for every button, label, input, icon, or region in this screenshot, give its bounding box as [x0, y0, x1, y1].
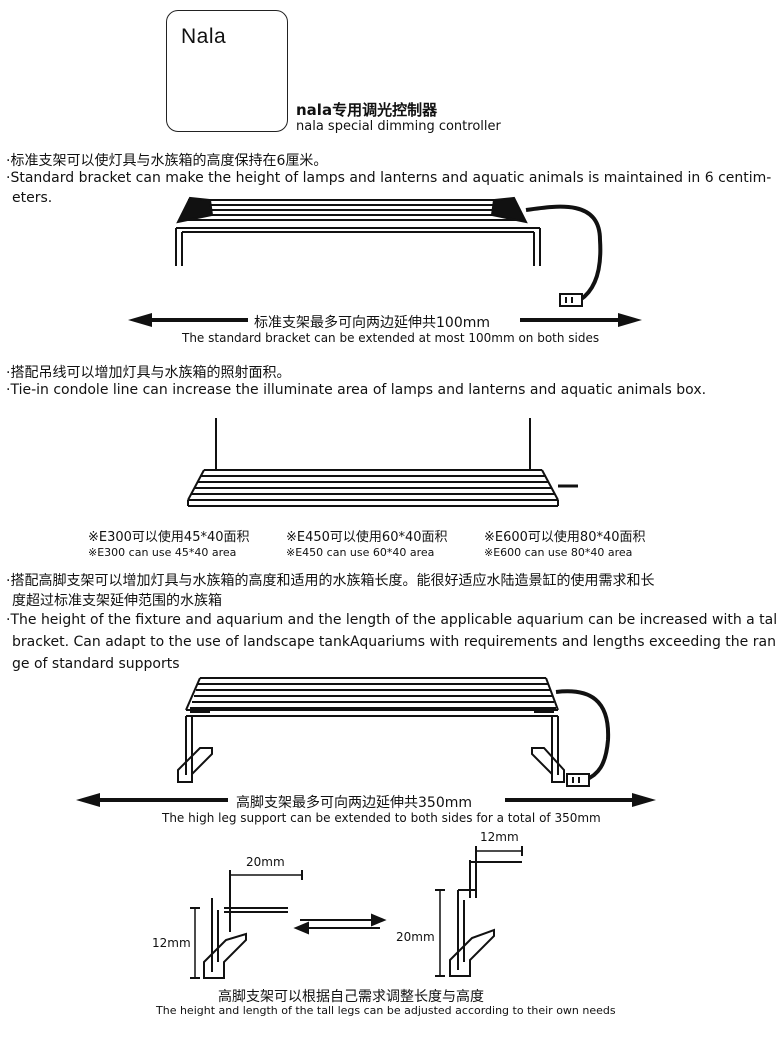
model-e450-en: ※E450 can use 60*40 area [286, 546, 435, 559]
section1-caption-en: The standard bracket can be extended at … [182, 331, 600, 345]
section3-bullet-cn-2: 度超过标准支架延伸范围的水族箱 [12, 593, 222, 609]
section1-bullet-cn: ·标准支架可以使灯具与水族箱的高度保持在6厘米。 [6, 153, 328, 169]
model-e450-cn: ※E450可以使用60*40面积 [286, 530, 448, 545]
model-e600-cn: ※E600可以使用80*40面积 [484, 530, 646, 545]
section1-bullet-en-2: eters. [12, 190, 53, 206]
section3-bullet-en-2: bracket. Can adapt to the use of landsca… [12, 634, 776, 650]
hanging-wire-lamp-illustration [187, 418, 578, 507]
section3-bullet-cn-1: ·搭配高脚支架可以增加灯具与水族箱的高度和适用的水族箱长度。能很好适应水陆造景缸… [6, 573, 655, 589]
dim-right-width: 12mm [480, 830, 519, 844]
section3-bullet-en-3: ge of standard supports [12, 656, 180, 672]
controller-title-cn: nala专用调光控制器 [296, 101, 438, 119]
section4-caption-cn: 高脚支架可以根据自己需求调整长度与高度 [218, 989, 484, 1005]
section3-caption-en: The high leg support can be extended to … [162, 811, 601, 825]
section1-caption-cn: 标准支架最多可向两边延伸共100mm [254, 315, 490, 331]
adjust-arrows [293, 913, 387, 935]
section1-bullet-en-1: ·Standard bracket can make the height of… [6, 170, 772, 186]
leg-detail-right [435, 846, 523, 977]
controller-image: Nala [166, 10, 288, 132]
section2-bullet-cn: ·搭配吊线可以增加灯具与水族箱的照射面积。 [6, 365, 291, 381]
leg-detail-left [190, 870, 303, 979]
standard-bracket-lamp-illustration [175, 196, 603, 307]
extension-arrow-350mm [76, 793, 656, 807]
dim-left-height: 12mm [152, 936, 191, 950]
section4-caption-en: The height and length of the tall legs c… [156, 1004, 616, 1017]
model-e300-en: ※E300 can use 45*40 area [88, 546, 237, 559]
extension-arrow-100mm [128, 313, 642, 327]
dim-right-height: 20mm [396, 930, 435, 944]
model-e600-en: ※E600 can use 80*40 area [484, 546, 633, 559]
section2-bullet-en: ·Tie-in condole line can increase the il… [6, 382, 707, 398]
nala-logo: Nala [181, 25, 227, 48]
controller-title-en: nala special dimming controller [296, 119, 501, 134]
diagrams-layer [76, 196, 656, 979]
section3-bullet-en-1: ·The height of the fixture and aquarium … [6, 612, 777, 628]
high-leg-lamp-illustration [177, 677, 611, 787]
model-e300-cn: ※E300可以使用45*40面积 [88, 530, 250, 545]
section3-caption-cn: 高脚支架最多可向两边延伸共350mm [236, 795, 472, 811]
dim-left-width: 20mm [246, 855, 285, 869]
